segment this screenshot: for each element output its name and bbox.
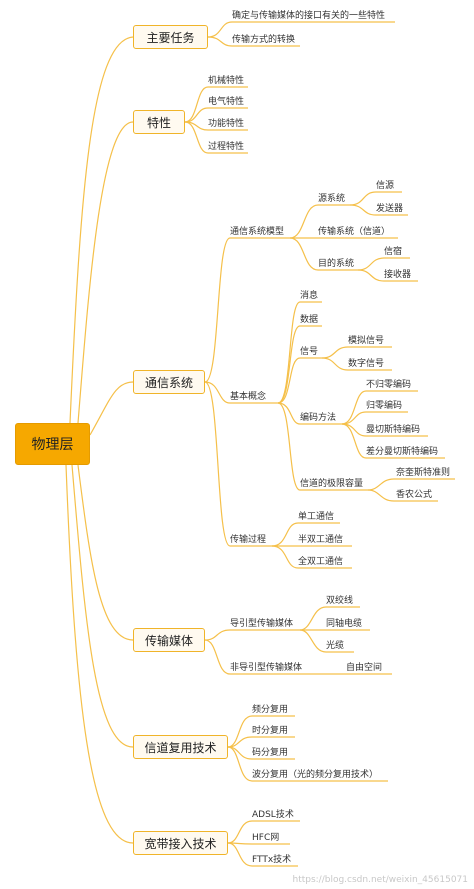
node-digital-signal[interactable]: 数字信号 [348, 359, 385, 369]
node-feature-mechanical[interactable]: 机械特性 [208, 76, 245, 86]
node-half-duplex[interactable]: 半双工通信 [298, 535, 344, 545]
node-receiver[interactable]: 接收器 [384, 270, 412, 280]
root-node[interactable]: 物理层 [15, 423, 90, 465]
node-feature-procedural[interactable]: 过程特性 [208, 142, 245, 152]
node-basic-concepts[interactable]: 基本概念 [230, 392, 267, 402]
node-tdm[interactable]: 时分复用 [252, 726, 289, 736]
node-source-system[interactable]: 源系统 [318, 194, 346, 204]
node-manchester[interactable]: 曼切斯特编码 [366, 425, 421, 435]
node-transmission-process[interactable]: 传输过程 [230, 535, 267, 545]
node-task-interface[interactable]: 确定与传输媒体的接口有关的一些特性 [232, 11, 386, 21]
node-coaxial[interactable]: 同轴电缆 [326, 619, 363, 629]
branch-comm[interactable]: 通信系统 [133, 370, 205, 394]
branch-tasks[interactable]: 主要任务 [133, 25, 208, 49]
node-feature-electrical[interactable]: 电气特性 [208, 97, 245, 107]
node-dest-system[interactable]: 目的系统 [318, 259, 355, 269]
node-task-conversion[interactable]: 传输方式的转换 [232, 35, 296, 45]
node-full-duplex[interactable]: 全双工通信 [298, 557, 344, 567]
node-guided-media[interactable]: 导引型传输媒体 [230, 619, 294, 629]
node-nrz[interactable]: 不归零编码 [366, 380, 412, 390]
node-hfc[interactable]: HFC网 [252, 833, 280, 843]
node-twisted-pair[interactable]: 双绞线 [326, 596, 354, 606]
node-signal[interactable]: 信号 [300, 347, 319, 357]
node-data[interactable]: 数据 [300, 315, 319, 325]
node-fiber[interactable]: 光缆 [326, 641, 345, 651]
node-fdm[interactable]: 频分复用 [252, 705, 289, 715]
node-encoding[interactable]: 编码方法 [300, 413, 337, 423]
branch-features[interactable]: 特性 [133, 110, 185, 134]
node-comm-model[interactable]: 通信系统模型 [230, 227, 285, 237]
node-transmission-system[interactable]: 传输系统（信道） [318, 227, 391, 237]
node-channel-capacity[interactable]: 信道的极限容量 [300, 479, 364, 489]
node-cdm[interactable]: 码分复用 [252, 748, 289, 758]
node-wdm[interactable]: 波分复用（光的频分复用技术） [252, 770, 379, 780]
node-rz[interactable]: 归零编码 [366, 401, 403, 411]
node-message[interactable]: 消息 [300, 291, 319, 301]
node-sink[interactable]: 信宿 [384, 247, 403, 257]
node-nyquist[interactable]: 奈奎斯特准则 [396, 468, 451, 478]
node-diff-manchester[interactable]: 差分曼切斯特编码 [366, 447, 439, 457]
node-feature-functional[interactable]: 功能特性 [208, 119, 245, 129]
node-shannon[interactable]: 香农公式 [396, 490, 433, 500]
branch-media[interactable]: 传输媒体 [133, 628, 205, 652]
node-simplex[interactable]: 单工通信 [298, 512, 335, 522]
node-transmitter[interactable]: 发送器 [376, 204, 404, 214]
node-free-space[interactable]: 自由空间 [346, 663, 383, 673]
node-fttx[interactable]: FTTx技术 [252, 855, 292, 865]
node-source[interactable]: 信源 [376, 181, 395, 191]
node-adsl[interactable]: ADSL技术 [252, 810, 294, 820]
node-unguided-media[interactable]: 非导引型传输媒体 [230, 663, 303, 673]
branch-broadband[interactable]: 宽带接入技术 [133, 831, 228, 855]
node-analog-signal[interactable]: 模拟信号 [348, 336, 385, 346]
branch-mux[interactable]: 信道复用技术 [133, 735, 228, 759]
watermark: https://blog.csdn.net/weixin_45615071 [292, 875, 468, 885]
